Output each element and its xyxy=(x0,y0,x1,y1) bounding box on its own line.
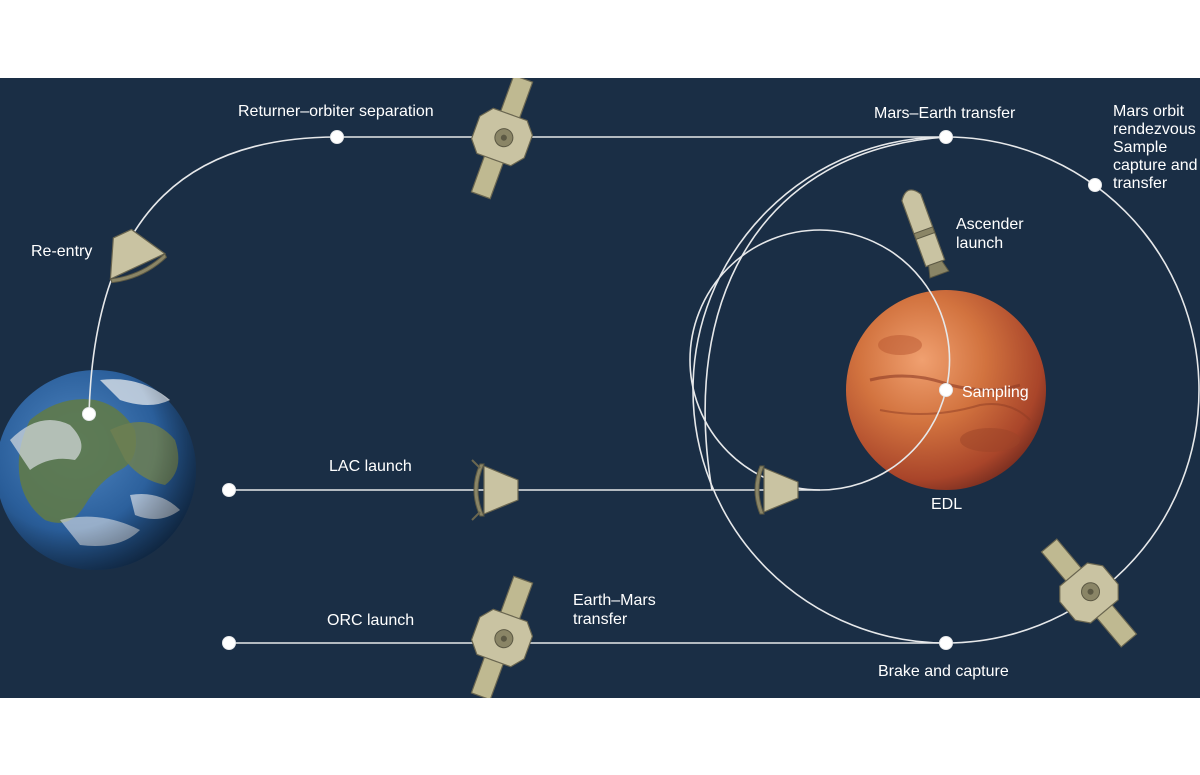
label-lac-launch: LAC launch xyxy=(329,458,412,475)
node-brake-capture xyxy=(939,636,953,650)
label-brake-and-capture: Brake and capture xyxy=(878,663,1009,680)
node-returner-separation xyxy=(330,130,344,144)
node-orc-launch xyxy=(222,636,236,650)
ascender-rocket-icon xyxy=(901,189,950,279)
node-lac-launch xyxy=(222,483,236,497)
label-returner-orbiter-separation: Returner–orbiter separation xyxy=(238,103,434,120)
label-mars-orbit-rendezvous: Mars orbit rendezvous Sample capture and… xyxy=(1113,103,1200,192)
label-mars-earth-transfer: Mars–Earth transfer xyxy=(874,105,1016,122)
node-rendezvous xyxy=(1088,178,1102,192)
label-re-entry: Re-entry xyxy=(31,243,92,260)
reentry-capsule-icon xyxy=(754,465,799,515)
orbiter-spacecraft-icon xyxy=(470,78,534,200)
node-sampling xyxy=(939,383,953,397)
return-trajectory xyxy=(88,136,946,415)
label-sampling: Sampling xyxy=(962,384,1029,401)
earth-planet-icon xyxy=(0,370,196,570)
orbiter-spacecraft-icon xyxy=(470,575,534,698)
node-mars-earth-transfer xyxy=(939,130,953,144)
label-earth-mars-transfer: Earth–Mars transfer xyxy=(573,592,660,628)
label-ascender-launch: Ascender launch xyxy=(956,216,1028,252)
orbiter-spacecraft-icon xyxy=(1040,538,1138,648)
label-orc-launch: ORC launch xyxy=(327,612,414,629)
node-earth-reentry xyxy=(82,407,96,421)
lander-capsule-icon xyxy=(471,459,519,521)
edl-descent xyxy=(819,389,947,491)
reentry-capsule-icon xyxy=(109,228,168,284)
label-edl: EDL xyxy=(931,496,962,513)
ascender-orbit xyxy=(689,229,951,491)
inner-transfer-arc xyxy=(704,136,947,491)
